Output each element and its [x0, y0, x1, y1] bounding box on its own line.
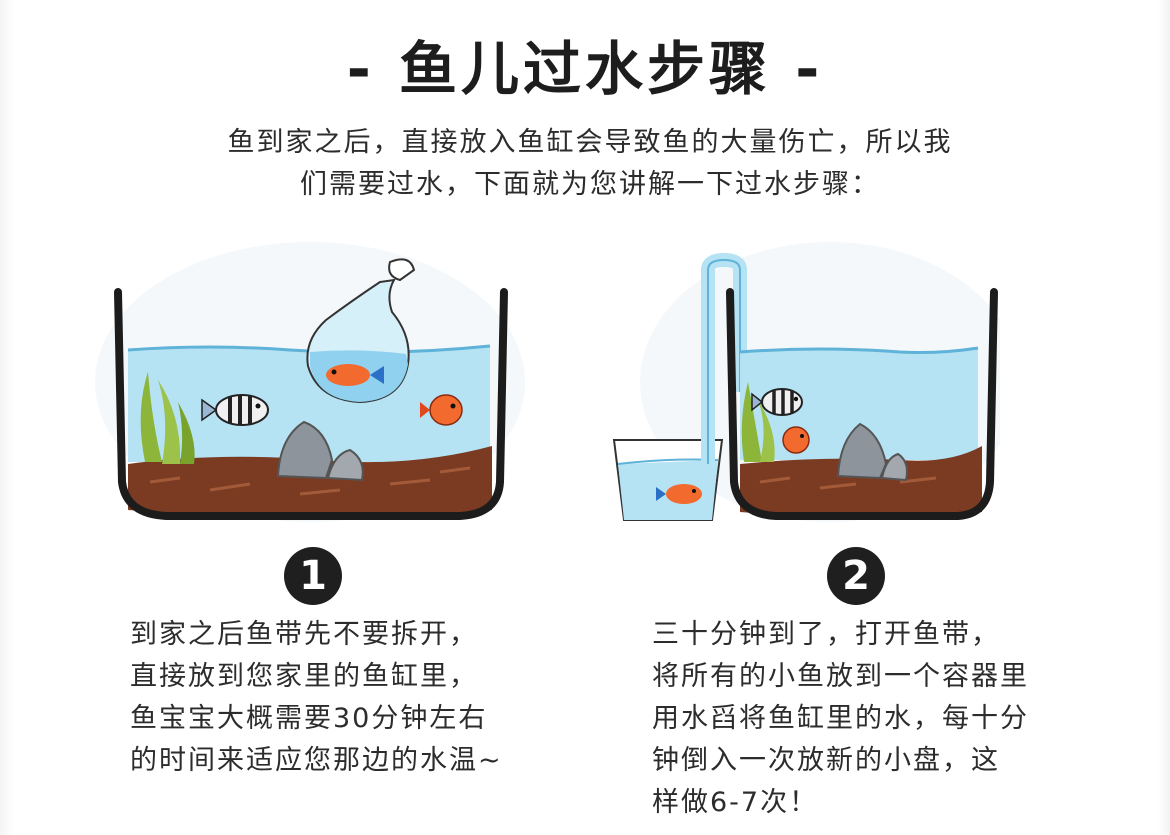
intro-text: 鱼到家之后，直接放入鱼缸会导致鱼的大量伤亡，所以我 们需要过水，下面就为您讲解一… — [160, 122, 1020, 206]
step-line: 将所有的小鱼放到一个容器里 — [652, 661, 1029, 692]
step-line: 鱼宝宝大概需要30分钟左右 — [130, 703, 488, 734]
step-number-badge: 1 — [284, 547, 342, 605]
step-line: 钟倒入一次放新的小盘，这 — [652, 745, 1000, 776]
siphon-tube-to-container-icon — [612, 242, 1000, 522]
fish-bag-floating-in-tank-icon — [95, 242, 525, 522]
step-line: 到家之后鱼带先不要拆开， — [130, 619, 478, 650]
step-description: 三十分钟到了，打开鱼带， 将所有的小鱼放到一个容器里 用水舀将鱼缸里的水，每十分… — [652, 614, 1029, 824]
intro-line: 们需要过水，下面就为您讲解一下过水步骤： — [300, 169, 880, 200]
page-title: - 鱼儿过水步骤 - — [346, 35, 824, 103]
step-description: 到家之后鱼带先不要拆开， 直接放到您家里的鱼缸里， 鱼宝宝大概需要30分钟左右 … — [130, 614, 503, 782]
step-line: 用水舀将鱼缸里的水，每十分 — [652, 703, 1029, 734]
intro-line: 鱼到家之后，直接放入鱼缸会导致鱼的大量伤亡，所以我 — [227, 127, 953, 158]
step-line: 直接放到您家里的鱼缸里， — [130, 661, 478, 692]
step-number-badge: 2 — [827, 547, 885, 605]
step-line: 样做6-7次！ — [652, 787, 819, 818]
step-line: 三十分钟到了，打开鱼带， — [652, 619, 1000, 650]
step-line: 的时间来适应您那边的水温~ — [130, 745, 503, 776]
